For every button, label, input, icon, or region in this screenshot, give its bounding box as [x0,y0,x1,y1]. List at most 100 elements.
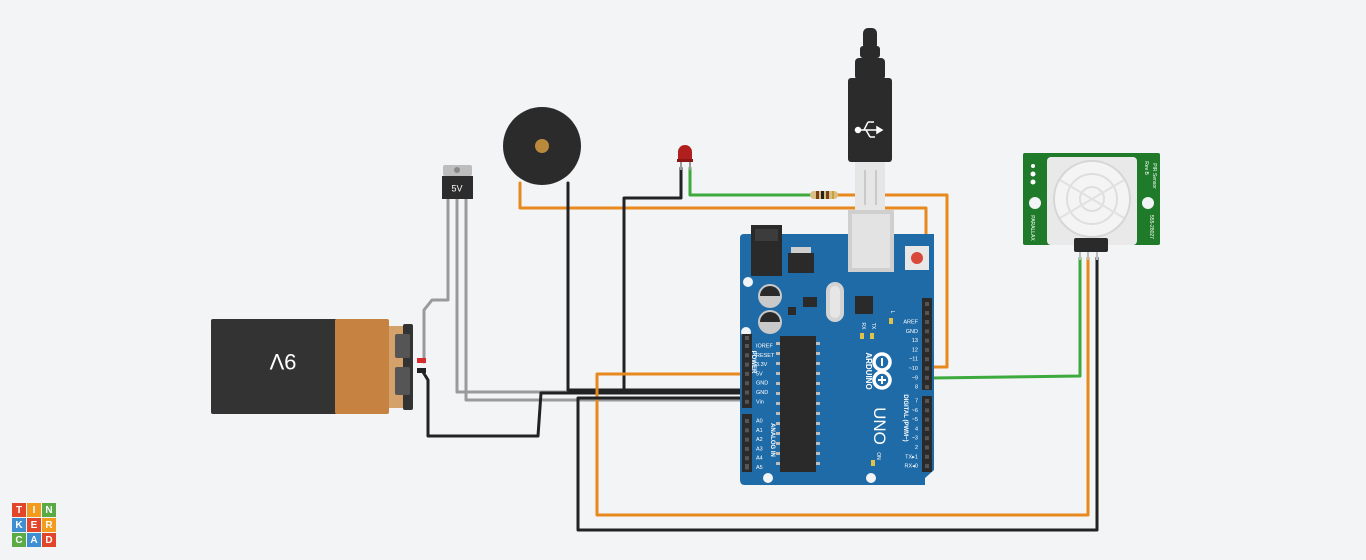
usb-interface-chip [855,296,873,314]
header-pin[interactable] [925,426,929,431]
digital-pin-label: RX◂0 [905,464,918,470]
battery-label: 9V [269,349,296,374]
header-pin[interactable] [745,446,749,451]
header-pin[interactable] [925,399,929,403]
arduino-logo-text: ARDUINO [864,352,873,389]
logo-tile: A [27,533,41,547]
power-pin-label: IOREF [756,343,773,349]
header-pin[interactable] [925,445,929,450]
header-pin[interactable] [925,417,929,422]
wire-pir-power[interactable] [595,256,1090,517]
header-pin[interactable] [925,329,929,334]
header-pin[interactable] [925,454,929,459]
wire-led-resistor[interactable] [688,166,814,197]
tinkercad-logo[interactable]: T I N K E R C A D [12,503,56,547]
wires [421,166,1099,532]
header-pin[interactable] [925,436,929,441]
wire-resistor-pin10[interactable] [834,193,949,369]
header-pin[interactable] [925,464,929,469]
header-pin[interactable] [745,456,749,461]
pir-mount-hole-left [1029,197,1041,209]
red-led[interactable] [677,145,693,170]
header-pin[interactable] [745,437,749,442]
digital-pin-label: ~9 [912,375,918,381]
resistor-band-2 [821,191,824,199]
led-dome [678,145,692,161]
mount-hole-4 [866,473,876,483]
header-pin[interactable] [745,419,749,423]
power-pin-label: 5V [756,371,763,377]
battery-positive-terminal [395,334,410,358]
digital-header-label: DIGITAL (PWM~) [902,394,908,441]
header-pin[interactable] [925,385,929,390]
header-pin[interactable] [925,375,929,380]
wire-pir-signal[interactable] [930,256,1082,380]
usb-cable[interactable] [848,28,892,212]
battery-negative-terminal [395,367,410,395]
power-header [742,334,752,408]
header-pin[interactable] [745,371,749,376]
wire-regulator-mid[interactable] [455,196,742,394]
logo-tile: T [12,503,26,517]
header-pin[interactable] [925,338,929,343]
analog-pin-label: A5 [756,465,763,471]
header-pin[interactable] [925,366,929,371]
on-led [871,460,875,466]
logo-tile: D [42,533,56,547]
l-label: L [889,311,895,314]
header-pin[interactable] [745,399,749,404]
piezo-buzzer[interactable] [503,107,581,185]
header-pin[interactable] [745,428,749,433]
digital-pin-label: 13 [912,338,918,344]
wire-pir-ground[interactable] [576,256,1099,532]
digital-pin-label: TX▸1 [905,454,918,460]
wire-led-ground[interactable] [622,166,742,392]
wire-battery-negative[interactable] [421,370,742,438]
logo-tile: E [27,518,41,532]
power-header-label: POWER [750,351,756,374]
wire-regulator-left[interactable] [422,196,450,364]
header-pin[interactable] [925,320,929,324]
digital-pin-label: ~11 [909,357,918,363]
wire-regulator-right[interactable] [464,196,742,402]
analog-pin-label: A4 [756,456,763,462]
header-pin[interactable] [745,390,749,395]
buzzer-hole [535,139,549,153]
header-pin[interactable] [745,344,749,348]
header-pin[interactable] [925,408,929,413]
led-rim [677,159,693,162]
usb-plug-housing [848,78,892,162]
logo-tile: K [12,518,26,532]
resistor-band-3 [826,191,829,199]
header-pin[interactable] [925,357,929,362]
wire-buzzer-ground[interactable] [566,181,742,392]
pir-sensor[interactable]: PIR Sensor Rev B 555-28027 PARALLAX [1023,153,1160,260]
header-pin[interactable] [925,347,929,352]
header-pin[interactable] [745,362,749,367]
voltage-regulator[interactable]: 5V [442,165,473,199]
header-pin[interactable] [925,302,929,306]
battery-positive-lead [417,358,426,363]
analog-pin-label: A1 [756,428,763,434]
digital-pin-label: ~6 [912,408,918,414]
header-pin[interactable] [745,464,749,468]
digital-header-top [922,298,932,390]
resistor[interactable] [810,191,838,199]
arduino-uno-board[interactable]: ARDUINO UNO POWER ANALOG IN DIGITAL (PWM… [740,210,934,485]
header-pin[interactable] [745,381,749,386]
l-led [889,318,893,324]
power-pin-label: 3.3V [756,362,768,368]
logo-tile: C [12,533,26,547]
header-pin[interactable] [925,311,929,315]
pir-header [1074,238,1108,252]
digital-pin-label: ~5 [912,417,918,423]
logo-tile: N [42,503,56,517]
usb-icon [854,121,884,138]
power-pin-label: GND [756,381,768,387]
header-pin[interactable] [745,336,749,340]
battery-9v[interactable]: 9V [211,319,426,414]
header-pin[interactable] [745,353,749,358]
digital-pin-label: ~3 [912,436,918,442]
battery-body [211,319,337,414]
